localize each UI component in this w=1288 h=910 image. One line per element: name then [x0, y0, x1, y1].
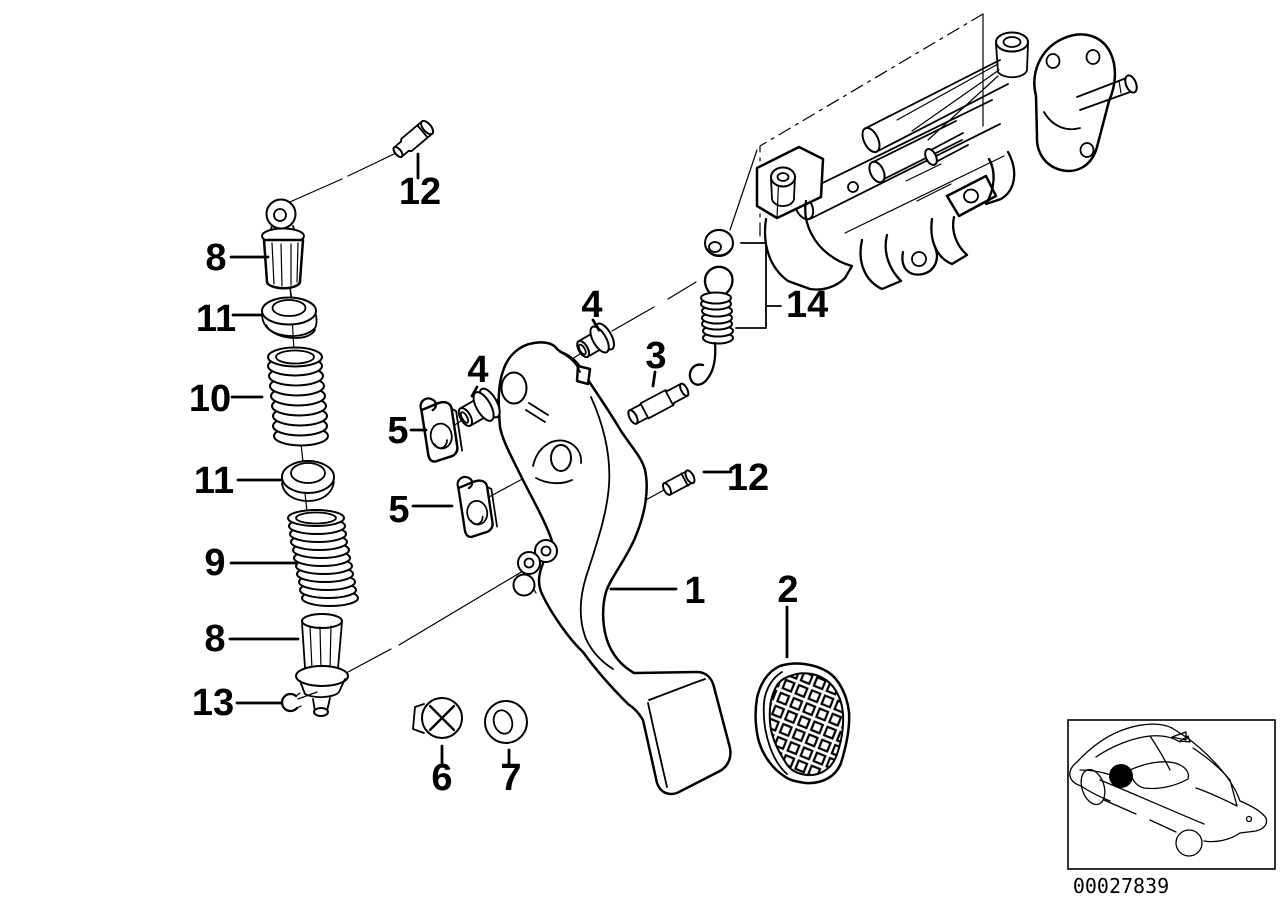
- washer-11-lower-drawing: [281, 460, 335, 502]
- callout-9: 9: [204, 542, 225, 584]
- pin-12-right-drawing: [661, 469, 696, 496]
- callout-4-left: 4: [467, 349, 488, 391]
- support-bracket-drawing: [755, 13, 1138, 291]
- callout-13: 13: [192, 682, 234, 724]
- return-spring-14-drawing: [688, 229, 734, 386]
- pin-12-top-drawing: [392, 119, 435, 158]
- bushing-8-upper-drawing: [261, 198, 305, 290]
- screw-6-drawing: [412, 697, 463, 739]
- car-location-inset: 00027839: [1067, 719, 1276, 898]
- callout-8-upper: 8: [205, 237, 226, 279]
- clutch-pedal-drawing: [497, 341, 732, 796]
- clip-5-upper-drawing: [419, 397, 463, 463]
- bushing-4-left-drawing: [457, 387, 501, 428]
- pedal-pad-drawing: [754, 662, 851, 785]
- callout-leader-lines: [228, 152, 789, 766]
- callout-12-top: 12: [399, 171, 441, 213]
- pin-3-drawing: [627, 382, 690, 425]
- callout-14: 14: [786, 284, 828, 326]
- callout-10: 10: [189, 378, 231, 420]
- bushing-8-lower-drawing: [295, 613, 349, 717]
- spring-10-drawing: [267, 346, 329, 447]
- bushing-4-right-drawing: [576, 322, 615, 359]
- grommet-7-drawing: [484, 700, 528, 744]
- callout-5-lower: 5: [388, 489, 409, 531]
- inset-frame: [1067, 719, 1276, 870]
- diagram-part-number: 00027839: [1073, 874, 1169, 898]
- callout-2: 2: [777, 569, 798, 611]
- washer-11-upper-drawing: [261, 296, 318, 339]
- circlip-13-drawing: [280, 692, 302, 713]
- callout-4-right: 4: [581, 284, 602, 326]
- callout-11-lower: 11: [194, 460, 234, 502]
- callout-12-right: 12: [727, 457, 769, 499]
- callout-6: 6: [431, 757, 452, 799]
- car-icon: [1069, 723, 1268, 857]
- callout-1: 1: [684, 570, 705, 612]
- callout-11-upper: 11: [196, 298, 236, 340]
- callout-3: 3: [645, 335, 666, 377]
- callout-7: 7: [500, 757, 521, 799]
- callout-5-upper: 5: [387, 410, 408, 452]
- location-marker-dot: [1109, 764, 1133, 788]
- callout-labels: 1 2 3 4 4 5 5 6 7 8 8 9 10 11 11 12 12 1…: [189, 171, 828, 799]
- clip-5-lower-drawing: [456, 475, 498, 539]
- spring-9-drawing: [287, 509, 359, 607]
- callout-8-lower: 8: [204, 618, 225, 660]
